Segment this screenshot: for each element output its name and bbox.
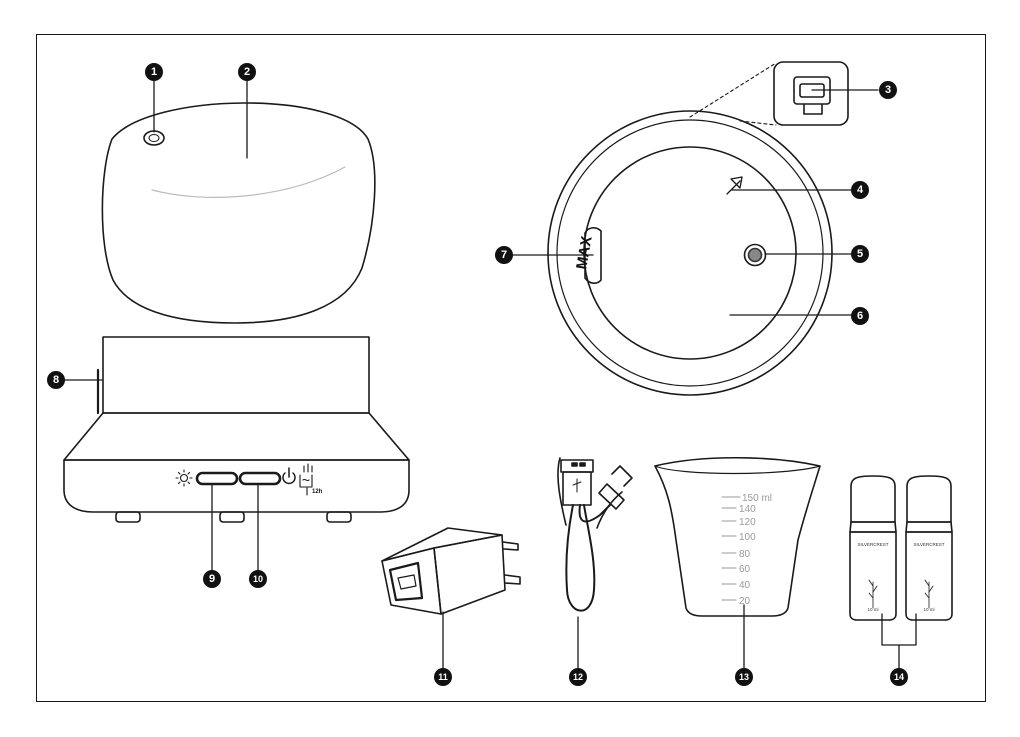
bottle-2-volume: 10 ml xyxy=(923,607,934,612)
scale-60: 60 xyxy=(739,564,751,575)
scale-20: 20 xyxy=(739,596,751,607)
callout-7: 7 xyxy=(495,246,513,264)
callout-2: 2 xyxy=(238,63,256,81)
svg-text:3: 3 xyxy=(885,84,891,96)
callout-13: 13 xyxy=(735,668,753,686)
callout-8: 8 xyxy=(47,371,65,389)
callout-1: 1 xyxy=(145,63,163,81)
callout-12: 12 xyxy=(569,668,587,686)
scale-150: 150 ml xyxy=(742,493,772,504)
svg-text:12: 12 xyxy=(573,672,583,682)
bottle-1-brand: SILVERCREST xyxy=(858,542,889,547)
max-mark: MAX xyxy=(573,235,596,271)
power-adapter xyxy=(382,528,520,614)
svg-text:4: 4 xyxy=(857,184,864,196)
callout-9: 9 xyxy=(203,570,221,588)
svg-text:8: 8 xyxy=(53,374,59,386)
scale-100: 100 xyxy=(739,532,756,543)
bottle-2-brand: SILVERCREST xyxy=(914,542,945,547)
scale-140: 140 xyxy=(739,504,756,515)
bottle-1-volume: 10 ml xyxy=(867,607,878,612)
cup-scale: 150 ml 140 120 100 80 60 40 20 xyxy=(739,493,772,607)
svg-text:7: 7 xyxy=(501,249,507,261)
callout-10: 10 xyxy=(249,570,267,588)
callout-11: 11 xyxy=(434,668,452,686)
airflow-arrow-icon xyxy=(727,177,742,194)
light-icon xyxy=(176,470,192,486)
base-top-view xyxy=(548,62,848,395)
callout-4: 4 xyxy=(851,181,869,199)
mist-timer-icon xyxy=(300,464,312,495)
svg-text:6: 6 xyxy=(857,310,863,322)
svg-text:5: 5 xyxy=(857,248,863,260)
svg-text:14: 14 xyxy=(894,672,904,682)
svg-text:13: 13 xyxy=(739,672,749,682)
light-button xyxy=(197,473,237,484)
essential-oil-bottles xyxy=(850,476,952,620)
scale-80: 80 xyxy=(739,549,751,560)
leader-lines xyxy=(64,81,916,668)
timer-label: 12h xyxy=(312,489,323,495)
usb-cable xyxy=(558,458,632,611)
power-icon xyxy=(283,468,295,483)
diffuser-base xyxy=(64,337,409,522)
scale-40: 40 xyxy=(739,580,751,591)
callout-5: 5 xyxy=(851,245,869,263)
measuring-cup xyxy=(655,458,820,616)
diffuser-cover xyxy=(102,103,374,323)
svg-text:11: 11 xyxy=(438,672,448,682)
svg-text:9: 9 xyxy=(209,573,215,585)
usb-port-inset xyxy=(690,62,848,125)
scale-120: 120 xyxy=(739,517,756,528)
svg-text:1: 1 xyxy=(151,66,157,78)
svg-text:10: 10 xyxy=(253,574,263,584)
svg-text:2: 2 xyxy=(244,66,250,78)
callout-14: 14 xyxy=(890,668,908,686)
callout-3: 3 xyxy=(879,81,897,99)
callout-6: 6 xyxy=(851,307,869,325)
callout-badges: 1 2 3 4 5 6 7 8 9 10 11 12 13 14 xyxy=(47,63,908,686)
mist-button xyxy=(240,473,280,484)
